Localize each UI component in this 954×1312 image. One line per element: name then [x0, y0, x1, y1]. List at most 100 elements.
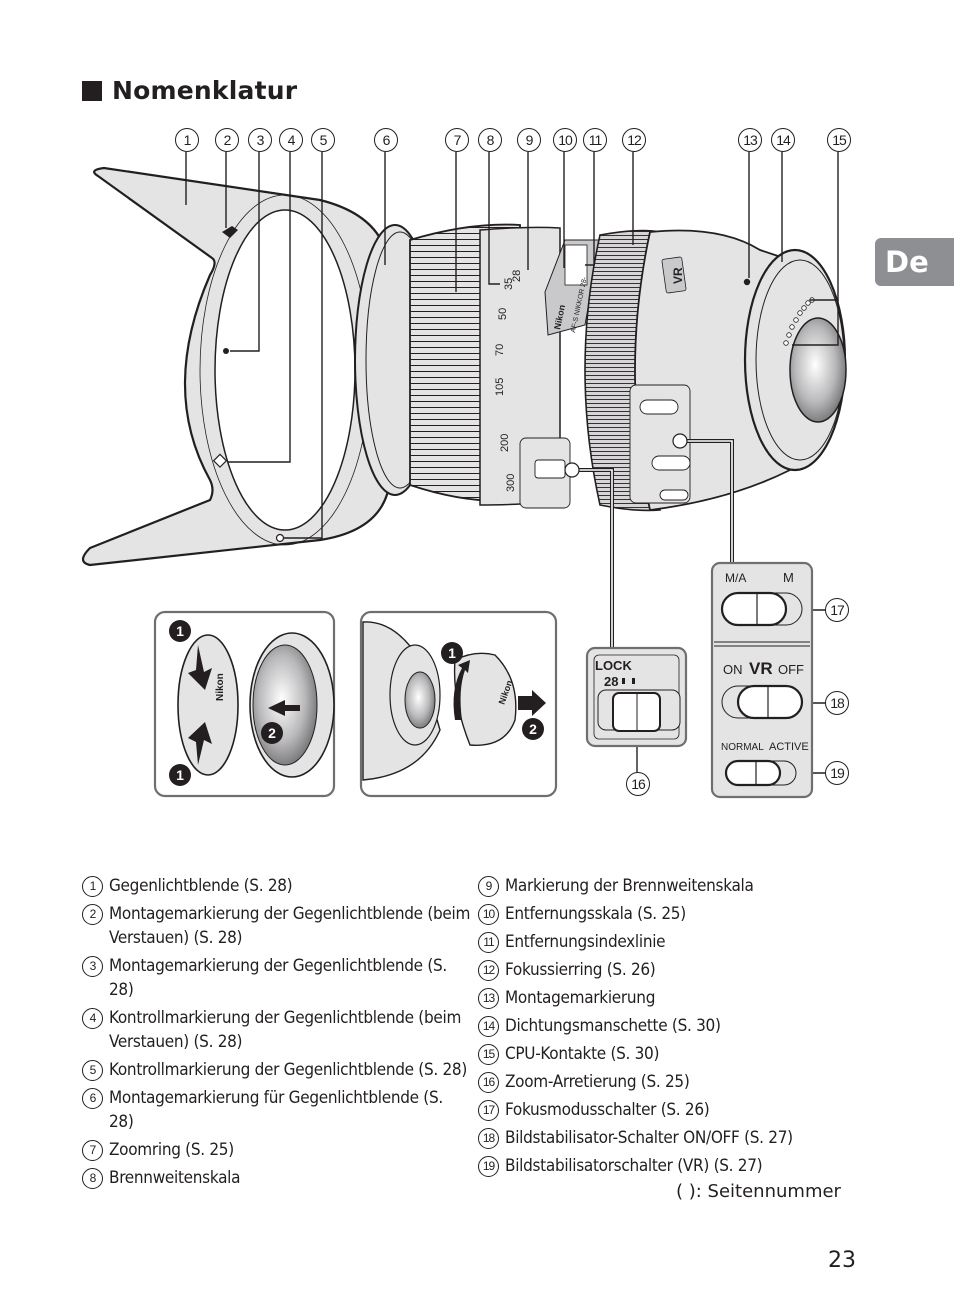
front-cap-step-2: 2 [268, 725, 276, 741]
callout-10: 10 [553, 128, 577, 152]
callout-17: 17 [825, 598, 849, 622]
legend-number: 9 [478, 876, 499, 897]
zoom-lock-label: LOCK [595, 658, 632, 673]
callout-13: 13 [738, 128, 762, 152]
legend-text: CPU-Kontakte (S. 30) [505, 1044, 660, 1064]
legend-number: 15 [478, 1044, 499, 1065]
legend-text: Montagemarkierung der Gegenlichtblende (… [109, 956, 447, 1000]
rear-cap-step-2: 2 [529, 721, 537, 737]
lens-hood [81, 166, 392, 567]
legend-item: 12 Fokussierring (S. 26) [478, 958, 878, 982]
zoom-lock-focal-label: 28 [604, 674, 618, 689]
legend-number: 10 [478, 904, 499, 925]
legend-number: 5 [82, 1060, 103, 1081]
vr-label: VR [749, 659, 773, 678]
legend-text: Montagemarkierung der Gegenlichtblende (… [109, 904, 471, 948]
callout-11: 11 [583, 128, 607, 152]
legend-text: Entfernungsskala (S. 25) [505, 904, 686, 924]
legend-item: 19 Bildstabilisatorschalter (VR) (S. 27) [478, 1154, 878, 1178]
lens-nomenclature-figure: 28 35 50 70 105 200 300 Nikon AF-S NIKKO… [81, 128, 851, 799]
legend-number: 2 [82, 904, 103, 925]
legend-item: 15 CPU-Kontakte (S. 30) [478, 1042, 878, 1066]
callout-12: 12 [622, 128, 646, 152]
focus-mode-label-m: M [783, 570, 794, 585]
legend-number: 3 [82, 956, 103, 977]
callout-7: 7 [445, 128, 469, 152]
pull-left-arrow-icon [268, 700, 300, 716]
legend-number: 11 [478, 932, 499, 953]
legend-text: Montagemarkierung [505, 988, 656, 1008]
mount-index-dot-icon [743, 278, 751, 286]
page-reference-note: ( ): Seitennummer [676, 1181, 841, 1202]
vr-active-label: ACTIVE [769, 741, 809, 753]
rear-element-glass [789, 317, 847, 423]
legend-item: 4 Kontrollmarkierung der Gegenlichtblend… [82, 1006, 472, 1054]
inset-rear-cap: Nikon [359, 610, 558, 798]
legend-item: 9 Markierung der Brennweitenskala [478, 874, 878, 898]
legend-number: 19 [478, 1156, 499, 1177]
legend-right-column: 9 Markierung der Brennweitenskala 10 Entfe… [478, 874, 878, 1182]
square-bullet-icon [82, 80, 102, 101]
callout-14: 14 [771, 128, 795, 152]
front-cap-step-1-top: 1 [176, 623, 184, 639]
section-title: Nomenklatur [82, 76, 297, 105]
focal-mark-200: 200 [499, 434, 511, 452]
vr-off-label: OFF [778, 662, 804, 677]
zoom-ring [409, 223, 561, 506]
legend-number: 7 [82, 1140, 103, 1161]
callout-4: 4 [279, 128, 303, 152]
legend-item: 7 Zoomring (S. 25) [82, 1138, 472, 1162]
cpu-contacts [783, 297, 815, 346]
legend-text: Zoomring (S. 25) [109, 1140, 234, 1160]
vr-on-label: ON [723, 662, 743, 677]
press-up-arrow-icon [188, 722, 212, 765]
legend-text: Fokusmodusschalter (S. 26) [505, 1100, 710, 1120]
focal-length-scale: 28 35 50 70 105 200 300 [494, 270, 523, 492]
legend-text: Kontrollmarkierung der Gegenlichtblende … [109, 1008, 462, 1052]
rotate-arrow-icon [453, 660, 470, 720]
legend-number: 6 [82, 1088, 103, 1109]
section-title-text: Nomenklatur [112, 76, 298, 105]
hood-mount-dot-icon [223, 348, 229, 354]
focal-mark-105: 105 [494, 378, 506, 396]
legend-item: 2 Montagemarkierung der Gegenlichtblende … [82, 902, 472, 950]
callout-3: 3 [248, 128, 272, 152]
focal-mark-50: 50 [497, 308, 509, 320]
callout-16: 16 [626, 772, 650, 796]
legend-text: Bildstabilisatorschalter (VR) (S. 27) [505, 1156, 763, 1176]
legend-number: 12 [478, 960, 499, 981]
language-tab[interactable]: De [875, 238, 954, 286]
zoom-lock-detail: LOCK 28 [585, 646, 688, 748]
legend-item: 17 Fokusmodusschalter (S. 26) [478, 1098, 878, 1122]
page-number: 23 [828, 1248, 856, 1273]
front-cap-brand-text: Nikon [215, 673, 226, 701]
vr-normal-label: NORMAL [721, 742, 764, 753]
legend-text: Kontrollmarkierung der Gegenlichtblende … [109, 1060, 468, 1080]
rear-cap-step-1: 1 [448, 645, 456, 661]
legend-text: Zoom-Arretierung (S. 25) [505, 1072, 690, 1092]
distance-scale-window: Nikon AF-S NIKKOR 28- [544, 239, 601, 336]
hood-storage-mark-icon [222, 226, 238, 238]
lens-illustration: 28 35 50 70 105 200 300 Nikon AF-S NIKKO… [81, 152, 847, 799]
callout-18: 18 [825, 691, 849, 715]
legend-text: Markierung der Brennweitenskala [505, 876, 754, 896]
press-down-arrow-icon [188, 645, 212, 690]
legend-text: Fokussierring (S. 26) [505, 960, 656, 980]
callout-9: 9 [517, 128, 541, 152]
legend-item: 10 Entfernungsskala (S. 25) [478, 902, 878, 926]
hood-storage-check-mark-icon [212, 453, 228, 468]
legend-number: 17 [478, 1100, 499, 1121]
pull-right-arrow-icon [518, 690, 546, 716]
legend-number: 4 [82, 1008, 103, 1029]
callout-15: 15 [827, 128, 851, 152]
legend-item: 5 Kontrollmarkierung der Gegenlichtblende… [82, 1058, 472, 1082]
callout-8: 8 [478, 128, 502, 152]
hood-check-mark-icon [275, 533, 285, 543]
